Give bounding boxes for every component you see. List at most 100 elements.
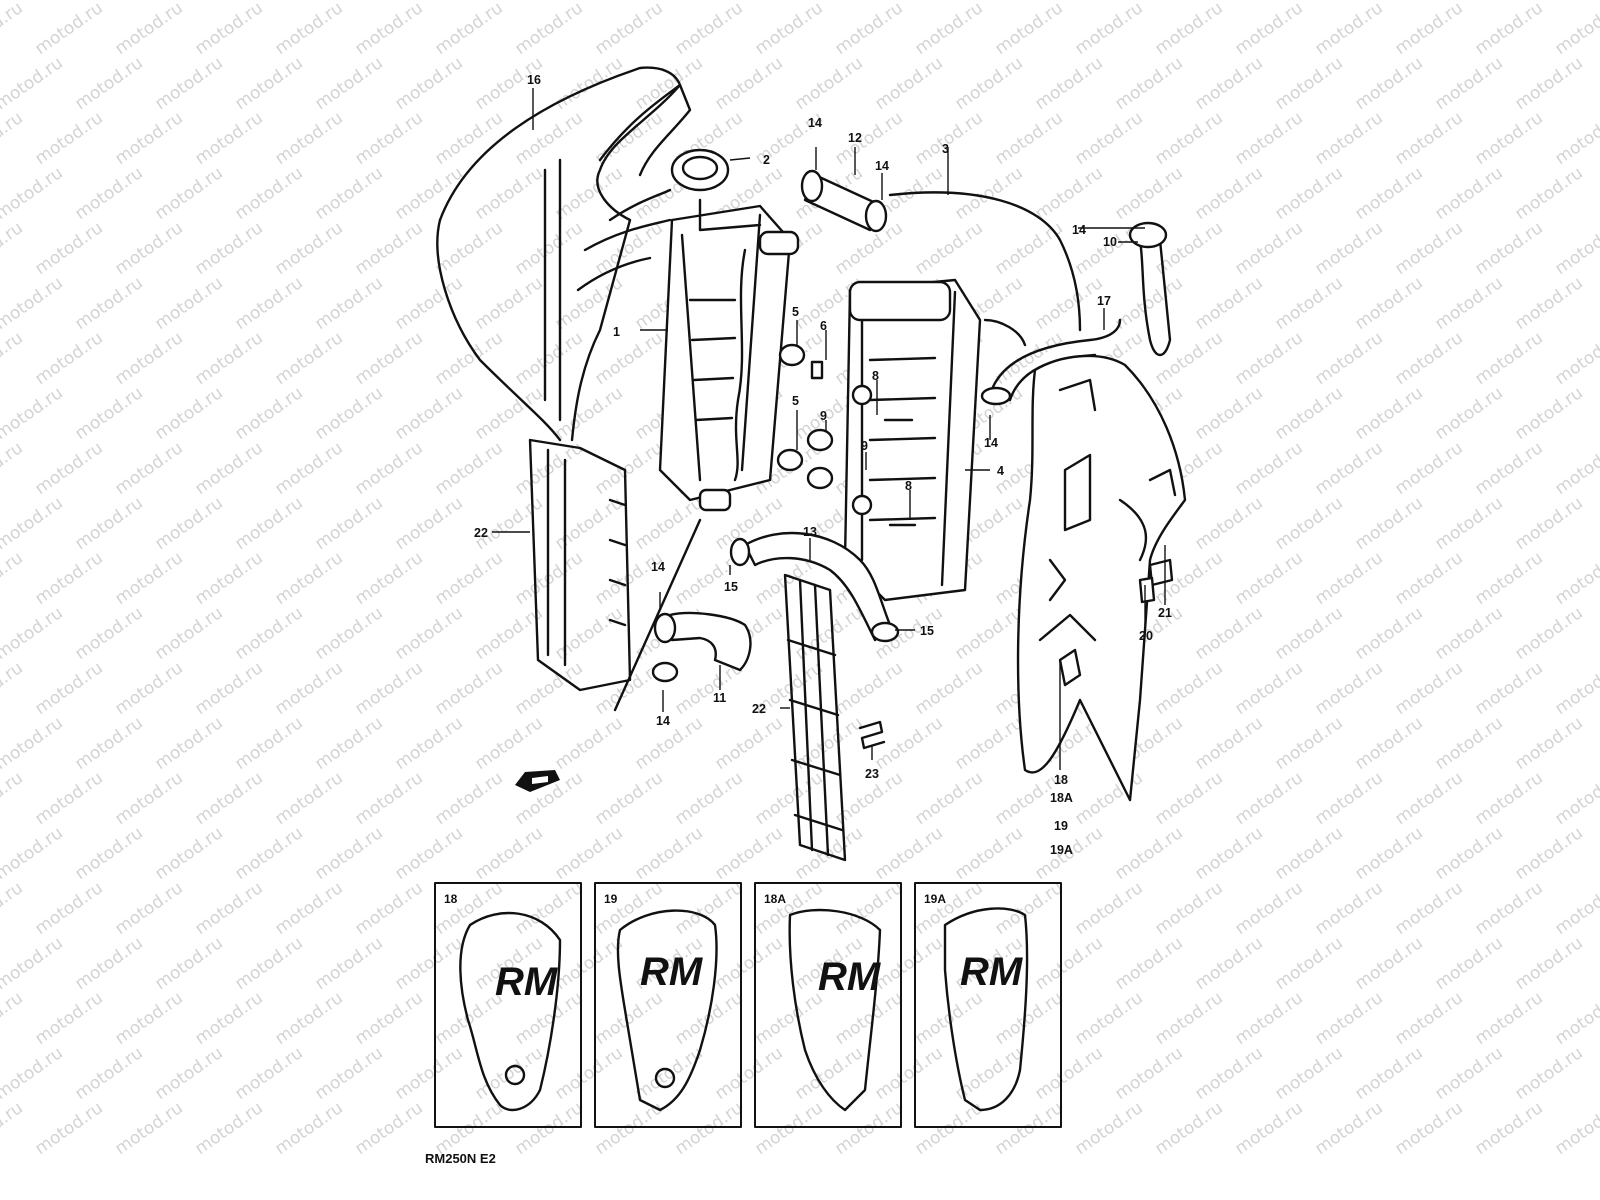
watermark-text: motod.ru bbox=[1311, 878, 1386, 939]
watermark-text: motod.ru bbox=[431, 438, 506, 499]
watermark-text: motod.ru bbox=[471, 823, 546, 884]
watermark-text: motod.ru bbox=[551, 53, 626, 114]
panel-label-19a: 19A bbox=[924, 892, 946, 906]
watermark-text: motod.ru bbox=[1271, 53, 1346, 114]
watermark-text: motod.ru bbox=[1271, 1043, 1346, 1104]
watermark-text: motod.ru bbox=[711, 823, 786, 884]
watermark-text: motod.ru bbox=[1471, 768, 1546, 829]
callout-8a: 8 bbox=[872, 369, 879, 383]
decal-panel-19a: 19A RM bbox=[914, 882, 1062, 1128]
watermark-text: motod.ru bbox=[111, 878, 186, 939]
watermark-text: motod.ru bbox=[1431, 163, 1506, 224]
panel-logo-19a: RM bbox=[960, 950, 1024, 994]
watermark-text: motod.ru bbox=[391, 713, 466, 774]
watermark-text: motod.ru bbox=[151, 603, 226, 664]
watermark-text: motod.ru bbox=[1511, 603, 1586, 664]
watermark-text: motod.ru bbox=[31, 658, 106, 719]
watermark-text: motod.ru bbox=[1551, 108, 1600, 169]
watermark-text: motod.ru bbox=[231, 933, 306, 994]
watermark-text: motod.ru bbox=[0, 0, 27, 59]
watermark-text: motod.ru bbox=[1111, 1043, 1186, 1104]
watermark-text: motod.ru bbox=[1351, 493, 1426, 554]
watermark-text: motod.ru bbox=[591, 328, 666, 389]
watermark-text: motod.ru bbox=[631, 0, 706, 4]
watermark-text: motod.ru bbox=[711, 713, 786, 774]
watermark-text: motod.ru bbox=[711, 0, 786, 4]
watermark-text: motod.ru bbox=[1351, 1043, 1426, 1104]
watermark-text: motod.ru bbox=[671, 0, 746, 59]
watermark-text: motod.ru bbox=[711, 933, 786, 994]
watermark-text: motod.ru bbox=[31, 328, 106, 389]
watermark-text: motod.ru bbox=[791, 713, 866, 774]
decal-panel-18: 18 RM bbox=[434, 882, 582, 1128]
watermark-text: motod.ru bbox=[391, 493, 466, 554]
watermark-text: motod.ru bbox=[991, 218, 1066, 279]
hose-13 bbox=[729, 531, 900, 643]
watermark-text: motod.ru bbox=[1551, 768, 1600, 829]
callout-14f: 14 bbox=[656, 714, 670, 728]
elbow-hose-11 bbox=[651, 611, 752, 683]
watermark-text: motod.ru bbox=[1511, 0, 1586, 4]
watermark-text: motod.ru bbox=[1031, 0, 1106, 4]
watermark-text: motod.ru bbox=[71, 493, 146, 554]
watermark-text: motod.ru bbox=[351, 328, 426, 389]
watermark-text: motod.ru bbox=[1111, 823, 1186, 884]
watermark-text: motod.ru bbox=[1431, 273, 1506, 334]
watermark-text: motod.ru bbox=[231, 163, 306, 224]
watermark-text: motod.ru bbox=[1471, 218, 1546, 279]
watermark-text: motod.ru bbox=[551, 1043, 626, 1104]
watermark-text: motod.ru bbox=[151, 823, 226, 884]
watermark-text: motod.ru bbox=[1071, 0, 1146, 59]
watermark-text: motod.ru bbox=[431, 0, 506, 59]
watermark-text: motod.ru bbox=[1311, 768, 1386, 829]
watermark-text: motod.ru bbox=[1031, 53, 1106, 114]
watermark-text: motod.ru bbox=[911, 878, 986, 939]
watermark-text: motod.ru bbox=[1311, 438, 1386, 499]
watermark-text: motod.ru bbox=[1031, 273, 1106, 334]
watermark-text: motod.ru bbox=[1311, 328, 1386, 389]
watermark-text: motod.ru bbox=[551, 933, 626, 994]
watermark-text: motod.ru bbox=[431, 328, 506, 389]
watermark-text: motod.ru bbox=[951, 823, 1026, 884]
watermark-text: motod.ru bbox=[191, 988, 266, 1049]
watermark-text: motod.ru bbox=[671, 1098, 746, 1159]
watermark-text: motod.ru bbox=[1151, 658, 1226, 719]
watermark-text: motod.ru bbox=[511, 218, 586, 279]
watermark-text: motod.ru bbox=[31, 768, 106, 829]
watermark-text: motod.ru bbox=[1551, 658, 1600, 719]
watermark-text: motod.ru bbox=[1151, 328, 1226, 389]
watermark-text: motod.ru bbox=[551, 0, 626, 4]
watermark-text: motod.ru bbox=[1151, 878, 1226, 939]
watermark-text: motod.ru bbox=[351, 878, 426, 939]
watermark-text: motod.ru bbox=[991, 1098, 1066, 1159]
watermark-text: motod.ru bbox=[271, 0, 346, 59]
watermark-text: motod.ru bbox=[1351, 603, 1426, 664]
watermark-text: motod.ru bbox=[1471, 548, 1546, 609]
callout-19a: 19A bbox=[1050, 843, 1073, 857]
watermark-text: motod.ru bbox=[1231, 988, 1306, 1049]
bolt-20-21 bbox=[1138, 558, 1174, 604]
watermark-text: motod.ru bbox=[471, 713, 546, 774]
watermark-text: motod.ru bbox=[351, 218, 426, 279]
watermark-text: motod.ru bbox=[311, 933, 386, 994]
watermark-text: motod.ru bbox=[471, 273, 546, 334]
watermark-text: motod.ru bbox=[311, 53, 386, 114]
watermark-text: motod.ru bbox=[31, 1098, 106, 1159]
watermark-text: motod.ru bbox=[1311, 218, 1386, 279]
watermark-text: motod.ru bbox=[311, 383, 386, 444]
watermark-text: motod.ru bbox=[0, 383, 67, 444]
watermark-text: motod.ru bbox=[1551, 878, 1600, 939]
watermark-text: motod.ru bbox=[1551, 548, 1600, 609]
watermark-text: motod.ru bbox=[1231, 108, 1306, 169]
watermark-text: motod.ru bbox=[0, 933, 67, 994]
watermark-text: motod.ru bbox=[0, 163, 67, 224]
watermark-text: motod.ru bbox=[991, 988, 1066, 1049]
callout-10: 10 bbox=[1103, 235, 1117, 249]
watermark-text: motod.ru bbox=[71, 823, 146, 884]
watermark-text: motod.ru bbox=[471, 493, 546, 554]
callout-numbers: 16 2 1 3 4 5 5 6 8 8 9 9 10 11 12 13 14 … bbox=[474, 73, 1172, 857]
watermark-text: motod.ru bbox=[1191, 823, 1266, 884]
watermark-text: motod.ru bbox=[1151, 0, 1226, 59]
callout-19: 19 bbox=[1054, 819, 1068, 833]
watermark-text: motod.ru bbox=[591, 768, 666, 829]
